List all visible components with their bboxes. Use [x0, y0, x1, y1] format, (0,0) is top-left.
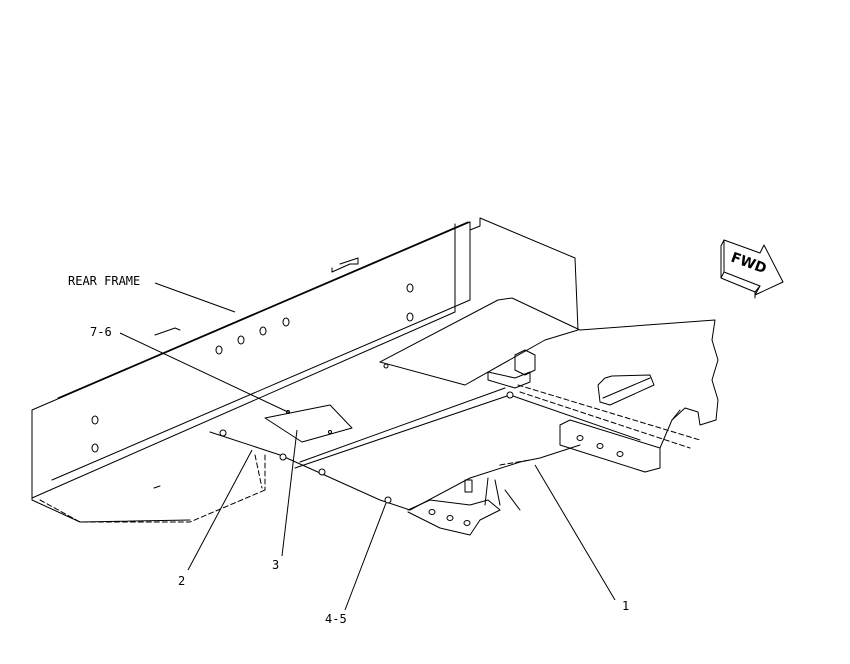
label-7-6: 7-6 [90, 325, 112, 339]
decal-plate [264, 404, 353, 443]
leader-3 [281, 429, 298, 557]
label-1: 1 [622, 599, 629, 613]
leader-lines [119, 282, 616, 611]
rear-frame-beam [31, 217, 579, 523]
leader-2 [187, 449, 253, 571]
label-2: 2 [178, 574, 185, 588]
fwd-label: FWD [729, 250, 769, 278]
leader-4-5 [344, 502, 387, 611]
forward-arrow-icon: FWD [720, 239, 784, 299]
label-4-5: 4-5 [325, 612, 347, 626]
leader-1 [534, 464, 616, 601]
leader-rear-frame [154, 282, 236, 313]
beam-holes [91, 283, 414, 489]
guard-plate [209, 297, 719, 536]
label-3: 3 [272, 558, 279, 572]
label-rear-frame: REAR FRAME [68, 274, 140, 288]
leader-7-6 [119, 332, 291, 414]
